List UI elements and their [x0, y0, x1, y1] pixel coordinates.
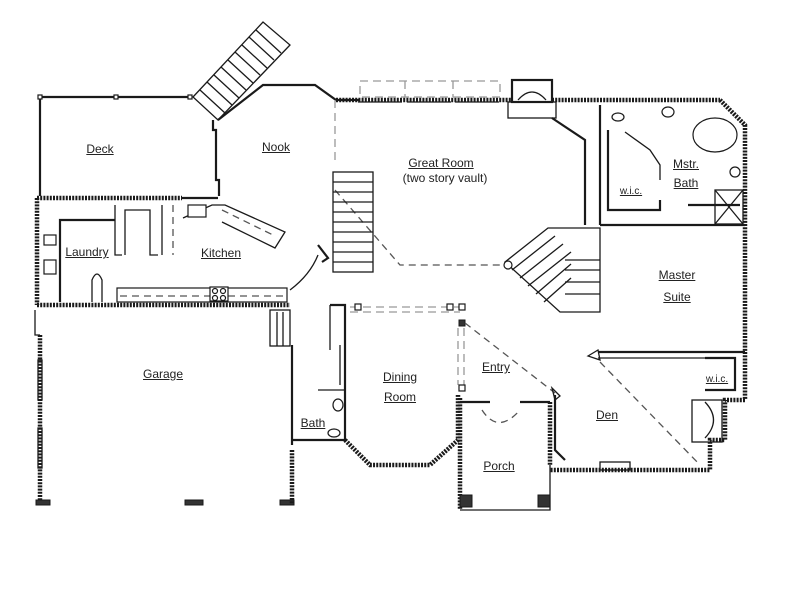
deck-stairs: [192, 21, 291, 121]
room-label-great-room: Great Room: [408, 156, 474, 170]
den-walls: [550, 348, 745, 473]
room-label-dining-1: Dining: [382, 370, 418, 384]
entry-porch: [457, 322, 556, 511]
room-label-deck: Deck: [86, 142, 114, 156]
room-label-den: Den: [595, 408, 619, 422]
room-label-entry: Entry: [481, 360, 511, 374]
room-label-dining-2: Room: [383, 390, 417, 404]
room-label-great-room-note: (two story vault): [402, 171, 488, 185]
north-exterior-wall: [336, 78, 748, 400]
room-label-laundry: Laundry: [65, 245, 109, 259]
room-label-master-bath-2: Bath: [673, 176, 699, 190]
room-label-porch: Porch: [483, 459, 515, 473]
room-label-master-bath-1: Mstr.: [673, 157, 699, 171]
dining-bath-walls: [292, 303, 466, 468]
room-label-garage: Garage: [142, 367, 184, 381]
room-label-bath: Bath: [300, 416, 326, 430]
room-label-master-suite-2: Suite: [663, 290, 691, 304]
room-label-kitchen: Kitchen: [200, 246, 242, 260]
room-label-master-suite-1: Master: [658, 268, 696, 282]
angled-stairs: [503, 227, 601, 313]
kitchen-laundry-walls: [34, 195, 330, 308]
room-label-wic-den: w.i.c.: [705, 374, 729, 385]
room-label-nook: Nook: [261, 140, 291, 154]
deck-outline: [37, 94, 221, 196]
great-room-dashed-lines: [334, 189, 500, 266]
garage-walls: [34, 309, 295, 506]
room-label-wic-master-bath: w.i.c.: [619, 186, 643, 197]
main-stairs: [332, 171, 374, 273]
master-bath-walls: [598, 105, 745, 227]
